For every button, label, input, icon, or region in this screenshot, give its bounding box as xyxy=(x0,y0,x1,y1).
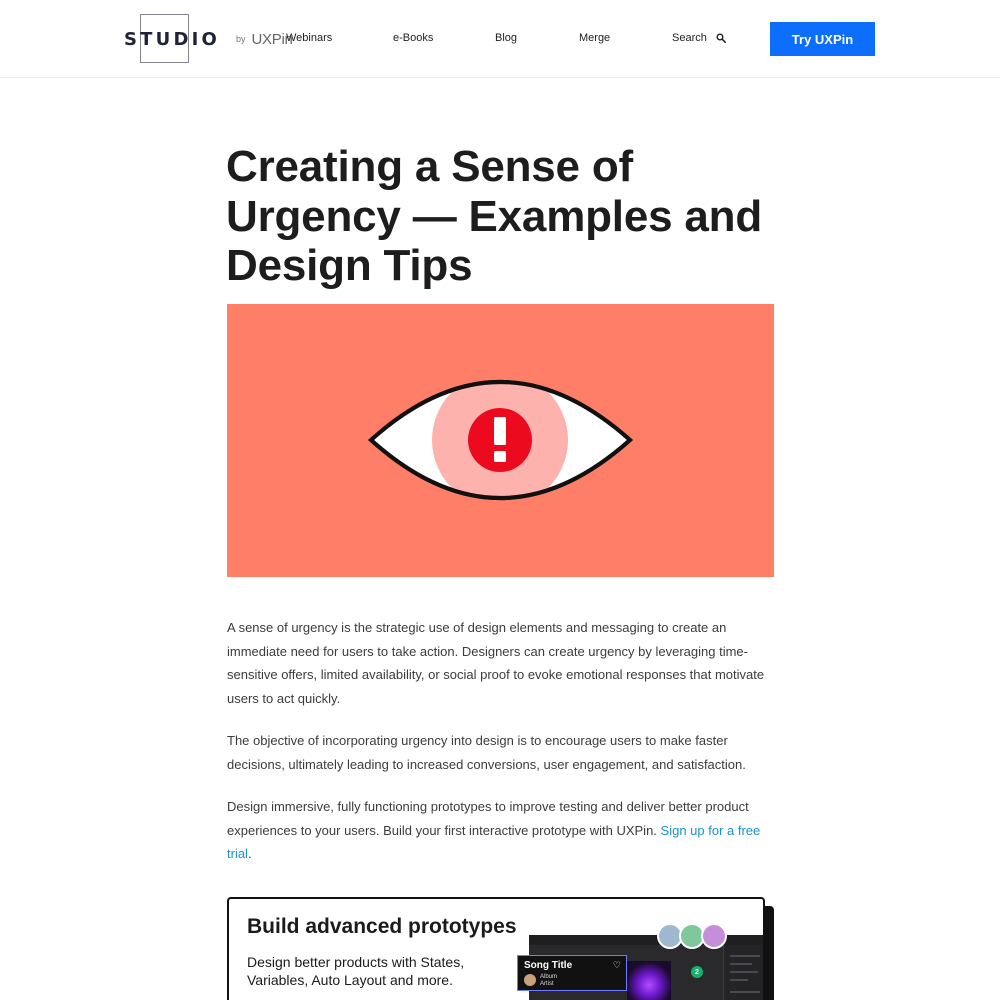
avatar xyxy=(657,923,683,949)
cta-paragraph-end: . xyxy=(247,846,252,861)
mockup-artwork xyxy=(627,961,671,1000)
mockup-toolbar xyxy=(529,935,763,945)
heart-icon: ♡ xyxy=(612,960,621,970)
studio-logo[interactable]: STUDIO by UXPin xyxy=(124,14,293,64)
nav-webinars[interactable]: Webinars xyxy=(286,32,333,44)
cta-paragraph: Design immersive, fully functioning prot… xyxy=(227,795,775,866)
article-title: Creating a Sense of Urgency — Examples a… xyxy=(226,142,763,290)
promo-title: Build advanced prototypes xyxy=(247,915,517,938)
cta-paragraph-text: Design immersive, fully functioning prot… xyxy=(227,799,749,838)
alert-eye-icon xyxy=(368,380,634,500)
search-label: Search xyxy=(672,32,707,44)
intro-paragraph: A sense of urgency is the strategic use … xyxy=(227,620,765,706)
nav-blog[interactable]: Blog xyxy=(495,32,518,44)
site-header: STUDIO by UXPin Webinars e-Books Blog Me… xyxy=(0,0,1000,78)
song-artist: Artist xyxy=(540,981,554,987)
logo-by-text: by xyxy=(236,34,246,44)
promo-card[interactable]: Build advanced prototypes Design better … xyxy=(227,897,765,1000)
search-toggle[interactable]: Search xyxy=(672,32,726,44)
song-album: Album xyxy=(540,974,558,980)
mockup-properties-panel xyxy=(723,945,763,1000)
free-trial-link[interactable]: Sign up for a free trial xyxy=(227,822,761,862)
hero-image xyxy=(227,304,774,577)
logo-frame xyxy=(140,14,189,63)
album-art xyxy=(524,974,536,986)
search-icon xyxy=(716,33,726,43)
avatar xyxy=(701,923,727,949)
nav-ebooks[interactable]: e-Books xyxy=(393,32,434,44)
logo-brand-text: UXPin xyxy=(251,30,293,48)
nav-merge[interactable]: Merge xyxy=(579,32,611,44)
promo-description: Design better products with States, Vari… xyxy=(247,954,465,988)
song-title: Song Title xyxy=(524,960,573,971)
objective-paragraph: The objective of incorporating urgency i… xyxy=(227,733,746,772)
try-uxpin-button[interactable]: Try UXPin xyxy=(770,22,875,56)
mockup-count-badge: 2 xyxy=(691,966,703,978)
logo-studio-text: STUDIO xyxy=(124,28,220,50)
